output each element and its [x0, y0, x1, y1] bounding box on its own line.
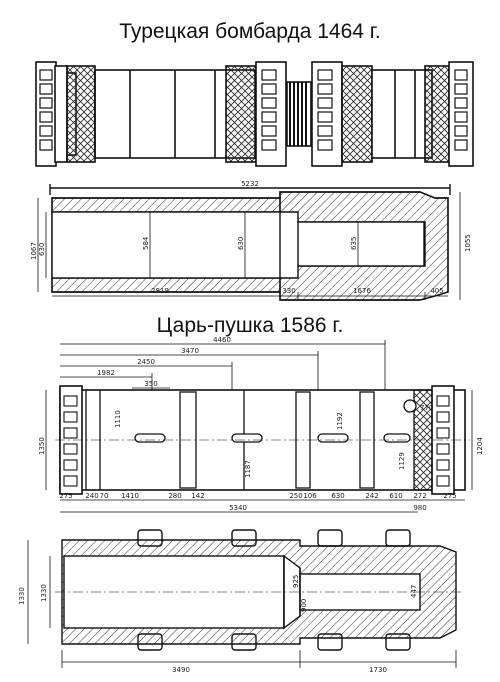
bombard-exterior-view [35, 61, 474, 167]
tsar-mid-2: 1187 [244, 460, 252, 478]
tsar-bottom-segment-5: 280 [168, 492, 181, 500]
tsar-bottom-segment-3: 70 [100, 492, 109, 500]
bombard-left-height-1: 1067 [30, 242, 38, 260]
tsar-mid-3: 1192 [336, 412, 344, 430]
tsar-bottom-segment-12: 272 [413, 492, 426, 500]
bombard-seg-4: 405 [430, 287, 443, 295]
tsar-bottom-segment-9: 630 [331, 492, 344, 500]
tsar-right-1: 770 [420, 404, 433, 412]
bombard-bore-2: 630 [237, 237, 245, 250]
tsar-right-height: 1204 [476, 437, 484, 455]
bombard-title: Турецкая бомбарда 1464 г. [119, 20, 381, 43]
tsar-bottom-segment-11: 610 [389, 492, 402, 500]
tsar-len-b: 1730 [369, 666, 387, 674]
bombard-section-view [37, 184, 461, 301]
tsar-left-height: 1350 [38, 437, 46, 455]
tsar-bottom-segment-10: 242 [365, 492, 378, 500]
bombard-left-height-2: 630 [38, 243, 46, 256]
tsar-chamber-b: 447 [410, 585, 418, 598]
tsar-bore-a: 925 [292, 575, 300, 588]
tsar-bottom-segment-8: 106 [303, 492, 317, 500]
tsar-top-total: 4460 [213, 336, 231, 344]
tsar-section-height-2: 1330 [40, 584, 48, 602]
tsar-bottom-segment-6: 142 [191, 492, 204, 500]
tsar-top-5: 350 [144, 380, 157, 388]
tsar-bottom-right: 980 [413, 504, 426, 512]
tsar-bottom-total: 5340 [229, 504, 247, 512]
tsar-cannon-exterior-view [45, 340, 473, 513]
tsar-top-3: 2450 [137, 358, 155, 366]
bombard-seg-3: 1676 [353, 287, 371, 295]
tsar-bottom-segment-2: 240 [85, 492, 98, 500]
tsar-top-2: 3470 [181, 347, 199, 355]
tsar-cannon-title: Царь-пушка 1586 г. [156, 314, 344, 337]
tsar-section-height: 1330 [18, 587, 26, 605]
tsar-top-4: 1982 [97, 369, 115, 377]
bombard-chamber: 635 [350, 237, 358, 250]
bombard-right-height: 1055 [464, 234, 472, 252]
tsar-bottom-segment-13: 275 [443, 492, 456, 500]
tsar-bottom-segment-4: 1410 [121, 492, 139, 500]
tsar-mid-1: 1110 [114, 410, 122, 428]
tsar-bore-b: 900 [300, 599, 308, 612]
bombard-seg-1: 2819 [151, 287, 169, 295]
tsar-bottom-segment-1: 275 [59, 492, 72, 500]
bombard-bore-1: 584 [142, 236, 150, 250]
bombard-seg-2: 330 [282, 287, 295, 295]
tsar-cannon-section-view [27, 529, 462, 668]
bombard-total-length: 5232 [241, 180, 259, 188]
tsar-bottom-segment-7: 250 [289, 492, 302, 500]
tsar-mid-4: 1129 [398, 452, 406, 470]
tsar-len-a: 3490 [172, 666, 190, 674]
